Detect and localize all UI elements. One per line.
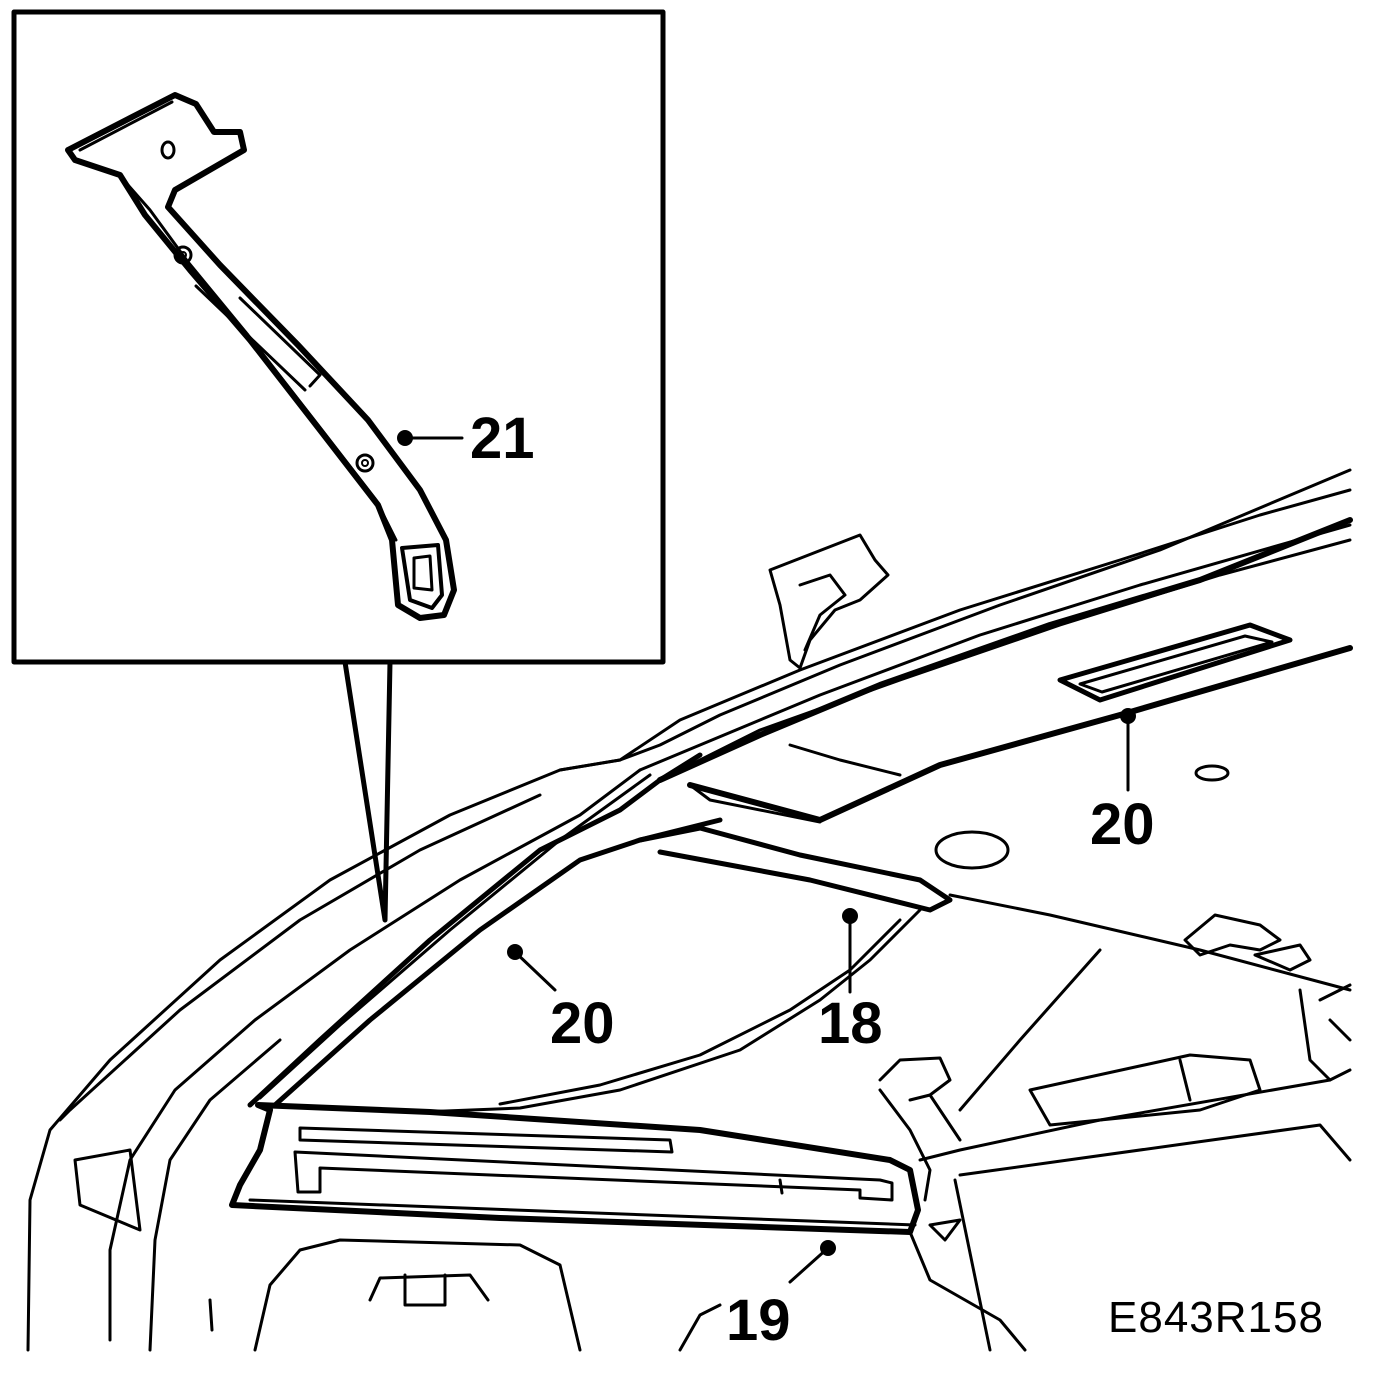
callout-20-window: 20	[550, 991, 615, 1056]
inset-frame	[11, 9, 666, 665]
callout-21: 21	[470, 406, 535, 471]
part-21-pillar-trim	[65, 92, 457, 621]
detail-inset	[11, 9, 666, 923]
part-19-sill-trim	[229, 1102, 921, 1235]
callout-19: 19	[726, 1288, 791, 1353]
callout-leaders	[397, 430, 1136, 1284]
callout-20-roof: 20	[1090, 792, 1155, 857]
grab-handle-bracket	[768, 533, 890, 670]
floor-and-seat	[208, 1218, 1027, 1352]
a-pillar-trim-installed	[247, 752, 723, 1108]
callout-18: 18	[818, 991, 883, 1056]
part-20-headlining	[657, 517, 1353, 870]
figure-reference: E843R158	[1108, 1293, 1324, 1342]
leader-line-20-window	[513, 950, 557, 992]
b-pillar-and-interior	[878, 913, 1352, 1352]
leader-line-19	[788, 1246, 830, 1284]
inset-pointer	[342, 659, 393, 923]
part-20-window-area	[418, 825, 1352, 1114]
